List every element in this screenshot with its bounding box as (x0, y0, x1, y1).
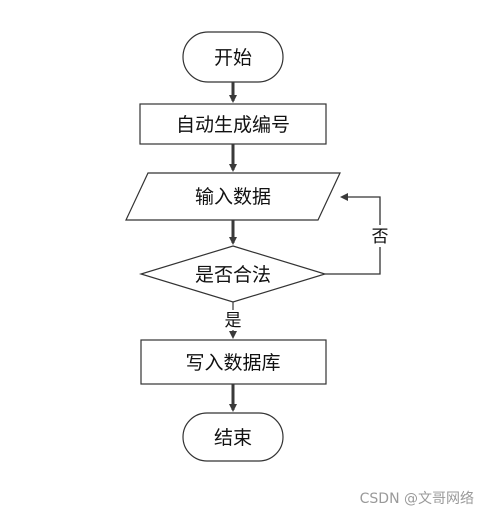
no-label-bg (371, 225, 389, 247)
is-valid-label: 是否合法 (195, 264, 271, 286)
generate-id-label: 自动生成编号 (176, 114, 290, 136)
yes-label: 是 (225, 311, 242, 331)
watermark: CSDN @文哥网络 (360, 491, 474, 507)
yes-label-bg (223, 310, 243, 330)
end-terminator (182, 412, 284, 462)
process-generate-id (139, 103, 327, 145)
input-data-label: 输入数据 (195, 186, 271, 208)
start-label: 开始 (214, 47, 252, 69)
write-db-label: 写入数据库 (185, 352, 280, 374)
process-write-db (140, 339, 327, 385)
end-label: 结束 (214, 427, 252, 449)
io-input-data (125, 172, 341, 221)
no-label: 否 (372, 227, 389, 247)
